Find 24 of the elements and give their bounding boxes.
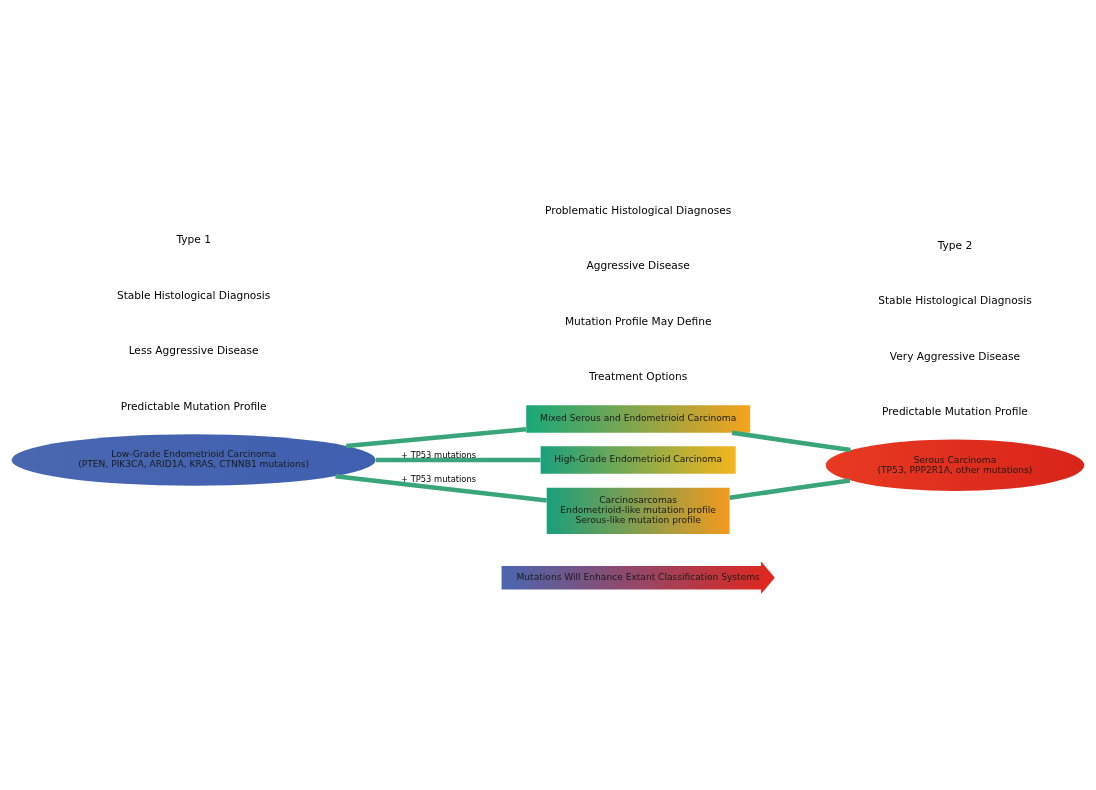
label: Mutation Profile May Define	[564, 314, 712, 328]
label: Treatment Options	[589, 369, 688, 383]
connector	[335, 473, 547, 503]
label: Very Aggressive Disease	[889, 349, 1021, 363]
node-box: Mixed Serous and Endometrioid Carcinoma	[526, 404, 751, 433]
connector	[346, 426, 527, 448]
node-ellipse: Serous Carcinoma (TP53, PPP2R1A, other mutations)	[825, 439, 1085, 491]
edge-label: + TP53 mutations	[401, 449, 477, 460]
label: Type 1	[176, 232, 211, 246]
edge-label: + TP53 mutations	[401, 473, 477, 484]
connector	[729, 477, 851, 500]
label: Type 2	[937, 238, 973, 252]
label: Stable Histological Diagnosis	[878, 293, 1032, 307]
label: Predictable Mutation Profile	[882, 404, 1028, 418]
node-box: High-Grade Endometrioid Carcinoma	[540, 445, 736, 474]
connector	[375, 457, 541, 462]
node-box: Carcinosarcomas Endometrioid-like mutation profile Serous-like mutation profile	[546, 487, 730, 534]
connector	[731, 429, 851, 452]
label: Less Aggressive Disease	[128, 343, 259, 357]
label: Predictable Mutation Profile	[120, 399, 267, 413]
node-ellipse: Low-Grade Endometrioid Carcinoma (PTEN, PIK3CA, ARID1A, KRAS, CTNNB1 mutations)	[11, 433, 376, 486]
label: Aggressive Disease	[586, 258, 690, 272]
label: Stable Histological Diagnosis	[116, 288, 271, 302]
label: Problematic Histological Diagnoses	[545, 203, 732, 217]
